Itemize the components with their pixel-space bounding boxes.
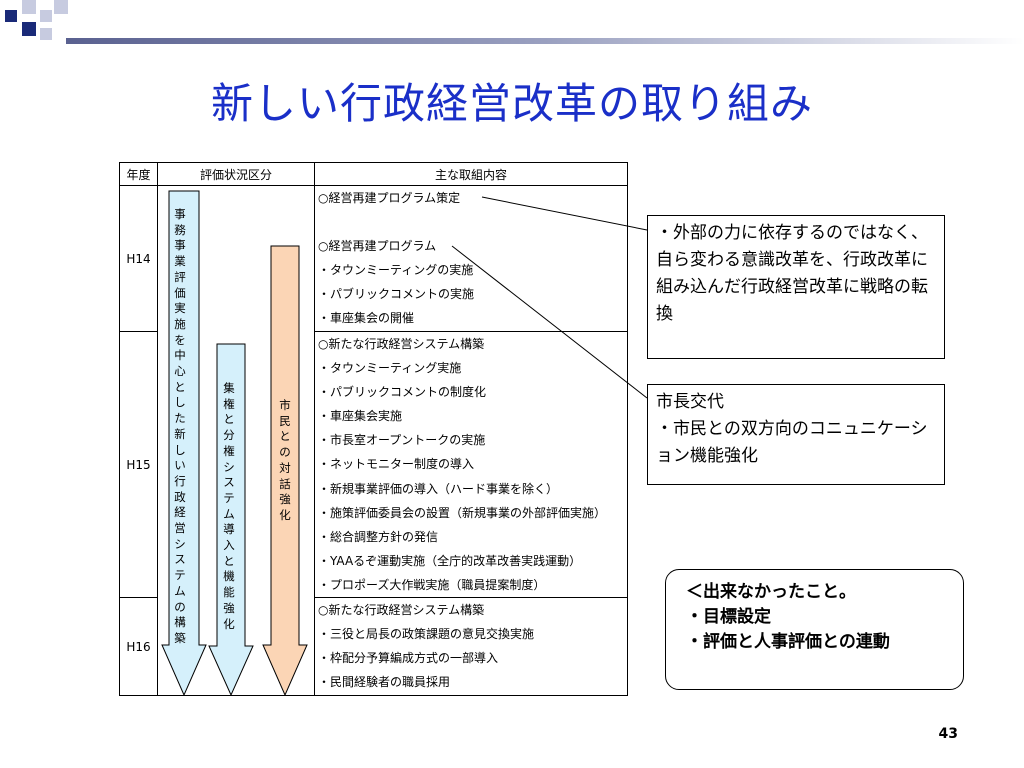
list-item: ・三役と局長の政策課題の意見交換実施 — [318, 627, 535, 642]
mayor-change-callout: 市長交代 ・市民との双方向のコニュニケーション機能強化 — [647, 384, 945, 485]
table-row: H16 ○新たな行政経営システム構築 ・三役と局長の政策課題の意見交換実施 ・枠… — [119, 597, 628, 697]
shimin-arrow-label: 市民との対話強化 — [279, 398, 291, 522]
year-cell: H15 — [119, 330, 158, 599]
list-item: ・枠配分予算編成方式の一部導入 — [318, 651, 499, 666]
list-item: ・施策評価委員会の設置（新規事業の外部評価実施） — [318, 505, 607, 520]
list-item — [315, 210, 627, 234]
mayor-change-text: ・市民との双方向のコニュニケーション機能強化 — [656, 419, 928, 466]
shuken-arrow-label: 集権と分権システム導入と機能強化 — [223, 381, 235, 631]
header-gradient-bar — [66, 38, 1024, 44]
list-item: ○新たな行政経営システム構築 — [318, 337, 485, 351]
list-item: ・ネットモニター制度の導入 — [318, 457, 475, 472]
slide-title: 新しい行政経営改革の取り組み — [210, 79, 813, 128]
corner-decoration — [0, 0, 80, 60]
header-status: 評価状況区分 — [157, 162, 315, 186]
shuken-arrow-shape — [208, 343, 254, 696]
not-done-item: ・目標設定 — [686, 607, 771, 627]
list-item: ・車座集会の開催 — [318, 311, 415, 326]
not-done-callout: ＜出来なかったこと。 ・目標設定 ・評価と人事評価との連動 — [665, 569, 964, 690]
jimu-arrow — [161, 190, 207, 696]
jimu-arrow-shape — [161, 190, 207, 696]
table-header-row: 年度 評価状況区分 主な取組内容 — [119, 162, 628, 186]
list-item: ・タウンミーティングの実施 — [318, 263, 474, 278]
list-item: ・パブリックコメントの実施 — [318, 287, 475, 302]
list-item: ・プロポーズ大作戦実施（職員提案制度） — [318, 577, 546, 592]
items-cell: ○経営再建プログラム策定 ○経営再建プログラム ・タウンミーティングの実施 ・パ… — [314, 185, 628, 332]
list-item: ・市長室オープントークの実施 — [318, 433, 486, 448]
shimin-arrow-shape — [262, 245, 308, 696]
list-item: ○新たな行政経営システム構築 — [318, 603, 485, 618]
shuken-arrow — [208, 343, 254, 696]
list-item: ・総合調整方針の発信 — [318, 529, 439, 544]
list-item: ・YAAるぞ運動実施（全庁的改革改善実践運動） — [318, 553, 582, 568]
list-item: ○経営再建プログラム策定 — [318, 191, 461, 205]
jimu-arrow-label: 事務事業評価実施を中心とした新しい行政経営システムの構築 — [174, 207, 186, 645]
list-item: ・車座集会実施 — [318, 409, 403, 424]
page-number: 43 — [938, 726, 958, 742]
list-item: ・新規事業評価の導入（ハード事業を除く） — [318, 481, 559, 496]
header-content: 主な取組内容 — [314, 162, 628, 186]
strategy-callout-text: ・外部の力に依存するのではなく、自ら変わる意識改革を、行政改革に組み込んだ行政経… — [656, 223, 928, 324]
strategy-callout: ・外部の力に依存するのではなく、自ら変わる意識改革を、行政改革に組み込んだ行政経… — [647, 215, 945, 359]
header-year: 年度 — [119, 162, 158, 186]
items-cell: ○新たな行政経営システム構築 ・タウンミーティング実施 ・パブリックコメントの制… — [314, 330, 628, 599]
shimin-arrow — [262, 245, 308, 696]
items-cell: ○新たな行政経営システム構築 ・三役と局長の政策課題の意見交換実施 ・枠配分予算… — [314, 597, 628, 697]
mayor-change-title: 市長交代 — [656, 392, 724, 412]
year-cell: H14 — [119, 185, 158, 332]
list-item: ○経営再建プログラム — [318, 239, 437, 254]
list-item: ・タウンミーティング実施 — [318, 361, 462, 376]
year-cell: H16 — [119, 597, 158, 697]
not-done-title: ＜出来なかったこと。 — [686, 582, 856, 602]
list-item: ・民間経験者の職員採用 — [318, 675, 451, 690]
not-done-item: ・評価と人事評価との連動 — [686, 632, 890, 652]
list-item: ・パブリックコメントの制度化 — [318, 385, 487, 400]
